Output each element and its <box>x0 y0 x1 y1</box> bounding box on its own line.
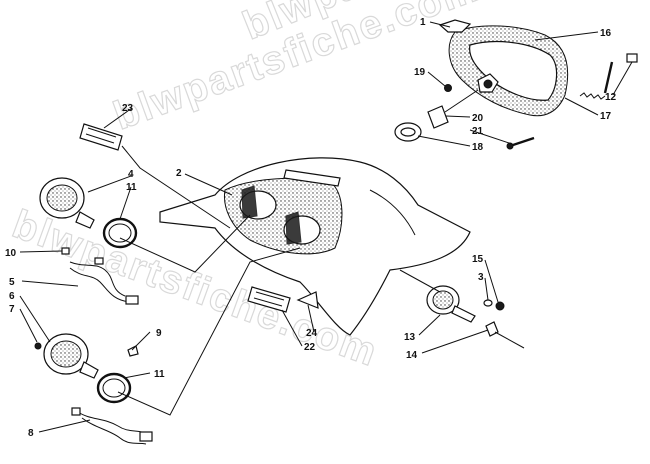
callout-21: 21 <box>472 126 484 137</box>
wire-connector-10 <box>61 247 70 255</box>
bulb-socket <box>483 79 493 89</box>
callouts: 1 2 3 4 5 6 7 8 9 10 11 11 12 13 14 15 1… <box>5 17 617 439</box>
callout-23: 23 <box>122 103 134 114</box>
adjuster-bolt <box>509 136 535 148</box>
nut-15 <box>495 301 505 311</box>
adjuster-spring <box>579 92 606 100</box>
gauge-group-top <box>39 177 139 305</box>
callout-7: 7 <box>9 304 15 315</box>
wiring-harness-8 <box>77 411 151 445</box>
callout-1: 1 <box>420 17 426 28</box>
callout-20: 20 <box>472 113 484 124</box>
headlight-lens <box>469 41 558 101</box>
bulb-plug <box>427 105 449 129</box>
decals <box>79 123 319 313</box>
callout-4: 4 <box>128 169 134 180</box>
callout-8: 8 <box>28 428 34 439</box>
callout-13: 13 <box>404 332 416 343</box>
decal-24 <box>296 291 319 309</box>
instrument-console <box>159 157 471 336</box>
callout-6: 6 <box>9 291 15 302</box>
callout-11-top: 11 <box>126 182 137 193</box>
mounting-screw <box>444 84 452 92</box>
callout-12: 12 <box>605 92 617 103</box>
callout-18: 18 <box>472 142 484 153</box>
callout-14: 14 <box>406 350 418 361</box>
gauge-seal-ring-bottom <box>96 372 132 404</box>
callout-24: 24 <box>306 328 318 339</box>
callout-22: 22 <box>304 342 316 353</box>
callout-5: 5 <box>9 277 15 288</box>
gauge-right-group <box>426 285 525 349</box>
headlight-assembly <box>394 19 638 150</box>
wiring-harness-5 <box>69 261 131 303</box>
callout-2: 2 <box>176 168 182 179</box>
callout-3: 3 <box>478 272 484 283</box>
decal-23 <box>79 123 123 151</box>
callout-19: 19 <box>414 67 426 78</box>
leader-lines <box>19 21 633 433</box>
callout-10: 10 <box>5 248 17 259</box>
callout-16: 16 <box>600 28 612 39</box>
headlight-bracket <box>438 19 472 33</box>
gauge-bulb-9 <box>127 345 139 357</box>
washer-3 <box>483 299 493 307</box>
screw-7 <box>34 342 42 350</box>
callout-9: 9 <box>156 328 162 339</box>
callout-11-bottom: 11 <box>154 369 165 380</box>
callout-17: 17 <box>600 111 612 122</box>
sensor-14 <box>485 321 499 337</box>
callout-15: 15 <box>472 254 484 265</box>
adjuster-nut <box>626 53 638 63</box>
gauge-group-bottom <box>34 333 153 445</box>
